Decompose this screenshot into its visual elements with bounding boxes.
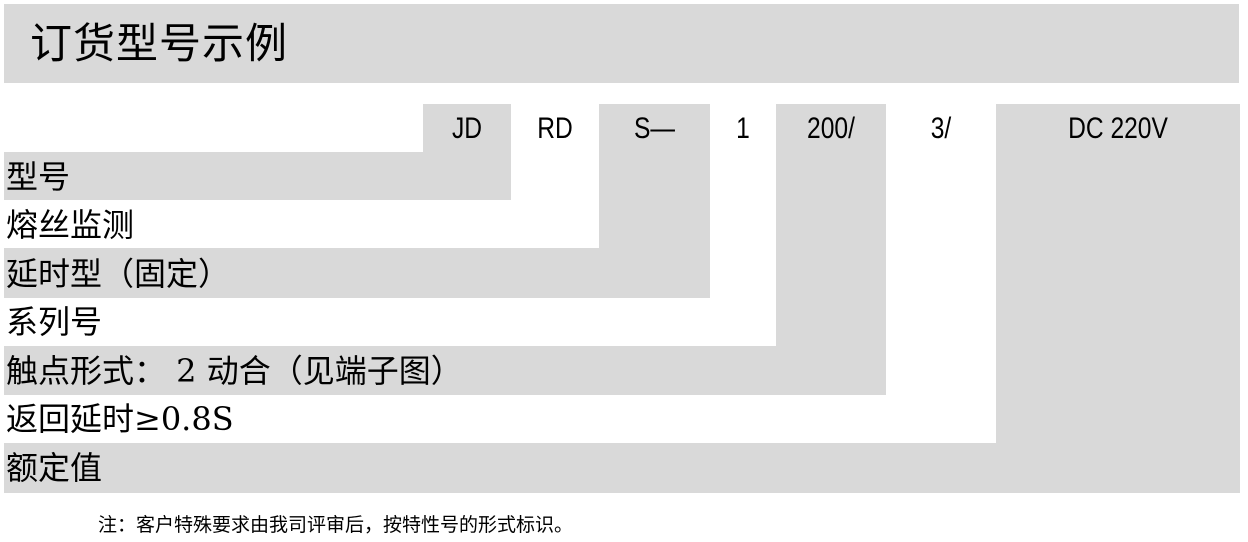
- desc-row-fuse: [4, 200, 599, 248]
- desc-row-delay: [4, 248, 710, 298]
- desc-label-contact: 触点形式： 2 动合（见端子图）: [6, 352, 463, 390]
- code-return-delay: 3/: [930, 112, 952, 145]
- code-rd: RD: [537, 112, 573, 145]
- title-bar: 订货型号示例: [4, 4, 1239, 83]
- code-jd: JD: [451, 112, 483, 145]
- page-title: 订货型号示例: [30, 19, 289, 68]
- code-series: 1: [736, 112, 750, 145]
- desc-row-contact: [4, 346, 886, 395]
- desc-row-return-delay: [4, 395, 996, 443]
- desc-label-rated: 额定值: [6, 449, 103, 487]
- code-rated: DC 220V: [1068, 112, 1168, 145]
- desc-label-series: 系列号: [6, 303, 103, 341]
- footnote: 注：客户特殊要求由我司评审后，按特性号的形式标识。: [98, 514, 574, 536]
- desc-label-fuse: 熔丝监测: [6, 206, 135, 244]
- code-s: S—: [633, 112, 675, 145]
- desc-label-model: 型号: [6, 158, 71, 196]
- desc-label-delay: 延时型（固定）: [6, 255, 231, 293]
- desc-label-return-delay: 返回延时≥0.8S: [6, 400, 234, 438]
- code-contact: 200/: [807, 112, 855, 145]
- code-column-return-delay: [886, 104, 996, 443]
- desc-row-rated: [4, 443, 1240, 493]
- desc-row-series: [4, 298, 776, 346]
- code-column-rated: [996, 104, 1240, 493]
- desc-row-model: [4, 152, 511, 200]
